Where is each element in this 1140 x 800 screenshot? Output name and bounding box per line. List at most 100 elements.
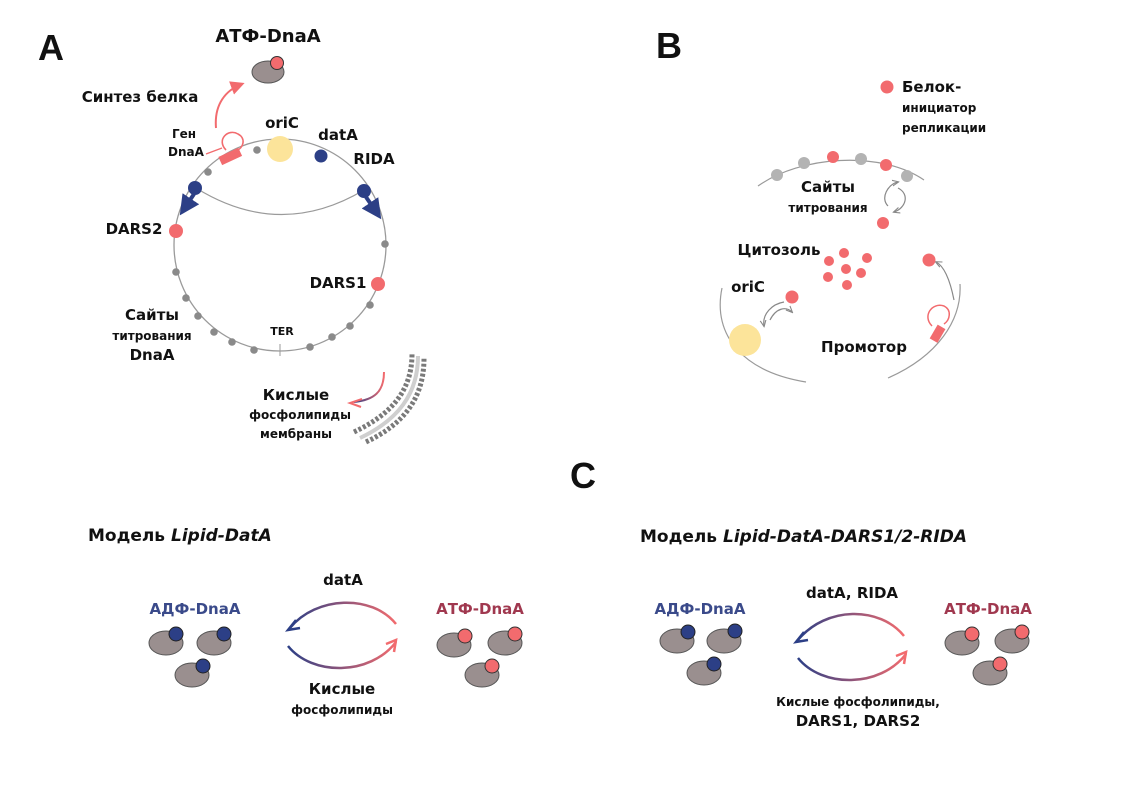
legend-line3: репликации xyxy=(902,121,986,135)
model2-top-arrowhead xyxy=(792,631,809,644)
titration-site-dot xyxy=(182,294,190,302)
titration-site-dot xyxy=(172,268,180,276)
replication-arc xyxy=(195,187,365,216)
titration-label-line3: DnaA xyxy=(130,346,175,364)
model1-atp-proteins xyxy=(436,626,523,688)
gene-label-line1: Ген xyxy=(172,127,196,141)
model2-top-arrow xyxy=(797,612,905,641)
replication-fork-right xyxy=(357,184,371,198)
model2-title-prefix: Модель xyxy=(640,527,723,547)
titration-b-line1: Сайты xyxy=(801,178,855,196)
oric-circle xyxy=(267,136,293,162)
model2-adp-label: АДФ-DnaA xyxy=(655,600,746,618)
replication-fork-left xyxy=(188,181,202,195)
model2-atp-proteins xyxy=(944,624,1030,686)
model2-top-label: datA, RIDA xyxy=(806,584,898,602)
titration-site-dot xyxy=(328,333,336,341)
model2-title: Модель Lipid-DatA-DARS1/2-RIDA xyxy=(640,527,967,547)
model1-bottom-line2: фосфолипиды xyxy=(291,703,393,717)
model1-top-arrow xyxy=(289,601,397,629)
oric-b-label: oriC xyxy=(731,278,765,296)
titration-b-line2: титрования xyxy=(788,201,867,215)
promoter-gene-box xyxy=(929,324,946,343)
model2-adp-proteins xyxy=(659,623,743,686)
legend-line2: инициатор xyxy=(902,101,977,115)
model1-adp-proteins xyxy=(148,626,232,688)
titration-site-dot xyxy=(250,346,258,354)
released-initiator-dot xyxy=(877,217,889,229)
model1-bottom-arrow xyxy=(287,641,397,670)
new-initiator-dot xyxy=(922,253,936,267)
titration-label-line1: Сайты xyxy=(125,306,179,324)
membrane-bilayer xyxy=(352,353,427,445)
model1-adp-label: АДФ-DnaA xyxy=(150,600,241,618)
chromosome-arc-right xyxy=(887,283,961,379)
legend-line1: Белок- xyxy=(902,78,961,96)
model2-title-italic: Lipid-DatA-DARS1/2-RIDA xyxy=(723,527,967,547)
model2-bottom-arrowhead xyxy=(895,650,908,665)
model1-title: Модель Lipid-DatA xyxy=(88,526,272,546)
model2-bottom-line1: Кислые фосфолипиды, xyxy=(776,695,940,709)
titration-site-dot xyxy=(306,343,314,351)
dars2-dot xyxy=(169,224,183,238)
oric-label: oriC xyxy=(265,114,299,132)
dars1-dot xyxy=(371,277,385,291)
model1-title-italic: Lipid-DatA xyxy=(171,526,272,546)
model2-bottom-line2: DARS1, DARS2 xyxy=(796,712,921,730)
titration-site-dot xyxy=(381,240,389,248)
model1-bottom-arrowhead xyxy=(385,638,398,653)
fork-arrow-left xyxy=(179,192,200,216)
model1-top-arrowhead xyxy=(284,619,301,632)
model1-atp-label: АТФ-DnaA xyxy=(436,600,524,618)
oric-arrow2 xyxy=(769,309,792,321)
gene-label-line2: DnaA xyxy=(168,145,205,159)
titration-site-dot xyxy=(194,312,202,320)
fork-arrow-right xyxy=(361,195,382,220)
titration-site-dot xyxy=(204,168,212,176)
data-label: datA xyxy=(318,126,358,144)
dars2-label: DARS2 xyxy=(106,220,163,238)
membrane-arrow xyxy=(353,371,385,403)
cytosol-label: Цитозоль xyxy=(738,241,821,259)
panel-label-b: B xyxy=(656,25,682,66)
promoter-gene-loop xyxy=(927,304,950,327)
model2-bottom-arrow xyxy=(797,653,907,682)
acidic-phospholipids-line1: Кислые xyxy=(263,386,329,404)
titration-label-line2: титрования xyxy=(112,329,191,343)
cytosol-initiators xyxy=(823,248,872,290)
model1-top-label: datA xyxy=(323,571,363,589)
oric-bound-initiator xyxy=(785,290,799,304)
atp-dnaa-label: АТФ-DnaA xyxy=(215,26,320,47)
model1-bottom-line1: Кислые xyxy=(309,680,375,698)
rida-label: RIDA xyxy=(353,150,395,168)
promoter-label: Промотор xyxy=(821,338,907,356)
panel-label-a: A xyxy=(38,27,64,68)
titration-exchange-arrow1 xyxy=(894,187,906,212)
titration-site-dot xyxy=(210,328,218,336)
titration-exchange-arrow2 xyxy=(884,182,898,207)
membrane-arrow-head xyxy=(346,398,363,408)
dnaa-gene-loop xyxy=(221,131,244,152)
oric-circle-b xyxy=(729,324,761,356)
dnaa-gene-line xyxy=(205,147,223,155)
titration-sites-b xyxy=(771,151,913,182)
model2-atp-label: АТФ-DnaA xyxy=(944,600,1032,618)
oric-arrow1 xyxy=(764,301,785,326)
dars1-label: DARS1 xyxy=(310,274,367,292)
titration-site-dot xyxy=(228,338,236,346)
panel-label-c: C xyxy=(570,455,596,496)
protein-synthesis-label: Синтез белка xyxy=(82,88,199,106)
titration-site-dot xyxy=(346,322,354,330)
atp-dot xyxy=(270,56,284,70)
titration-site-dot xyxy=(253,146,261,154)
data-site-dot xyxy=(314,149,328,163)
synthesis-arrow xyxy=(214,81,245,129)
titration-site-dot xyxy=(366,301,374,309)
promoter-arrow xyxy=(936,262,955,301)
ter-label: TER xyxy=(270,325,294,338)
acidic-phospholipids-line3: мембраны xyxy=(260,427,332,441)
titration-sites-group xyxy=(172,146,389,354)
legend-initiator-dot xyxy=(880,80,894,94)
acidic-phospholipids-line2: фосфолипиды xyxy=(249,408,351,422)
